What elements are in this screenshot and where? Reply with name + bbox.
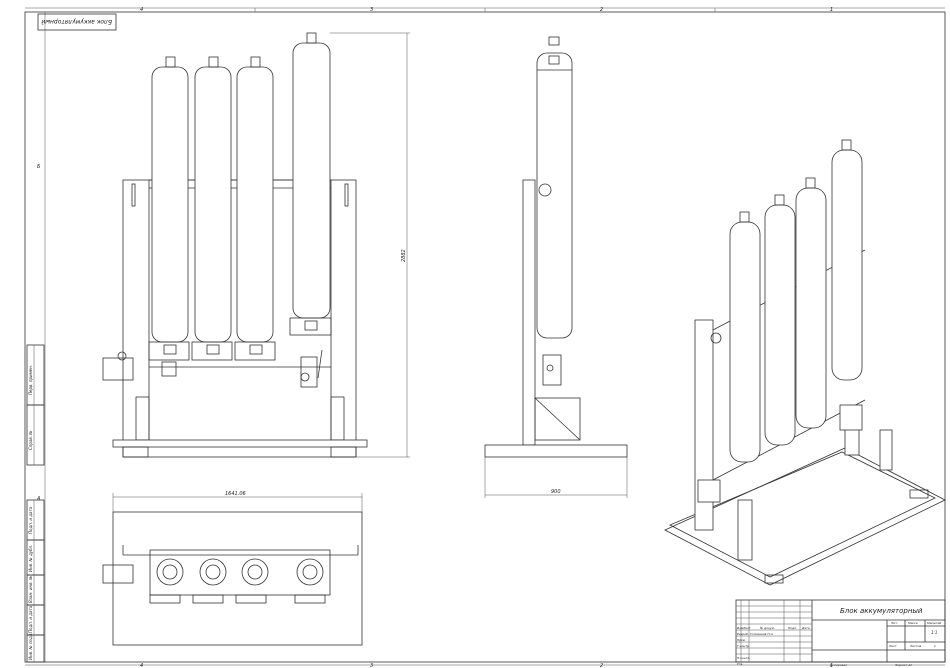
tb-header: Изм. (737, 626, 744, 630)
tb-role: Н.контр. (737, 656, 750, 660)
tb-scale-label: Масштаб (927, 621, 941, 625)
tb-lit: Лит. (890, 621, 898, 625)
zone-top: 2 (600, 7, 603, 13)
tb-role: Утв. (737, 662, 743, 666)
strip-label: Перв. примен. (28, 365, 33, 395)
dimension-depth: 900 (551, 489, 561, 495)
tb-mass: Масса (908, 621, 918, 625)
tb-header: Подп. (788, 626, 797, 630)
rotated-stamp: Блок аккумуляторный (37, 13, 117, 31)
tb-scale: 1:1 (931, 630, 937, 635)
zone-bottom: 1 (830, 663, 833, 668)
zone-top: 1 (830, 7, 833, 13)
strip-label: Инв. № дубл. (28, 545, 33, 572)
tb-header: Лист (742, 626, 751, 630)
zone-bottom: 2 (600, 663, 603, 668)
zone-bottom: 3 (370, 663, 373, 668)
side-view: 900 (484, 36, 628, 498)
strip-label: Инв. № подл. (28, 632, 33, 660)
tb-role: Т.контр. (737, 644, 750, 648)
tb-role: Пров. (737, 638, 746, 642)
stamp-text: Блок аккумуляторный (41, 18, 112, 25)
dimension-width: 1641.06 (225, 491, 246, 497)
tb-sheets: 1 (934, 644, 936, 648)
tb-format: Формат A1 (895, 663, 912, 667)
sheet-frame: 4 3 2 1 4 3 2 1 Б А (24, 7, 946, 668)
dimension-height: 2882 (401, 249, 407, 262)
tb-developer: Голованов П.А. (750, 632, 774, 636)
tb-header: № докум. (759, 626, 775, 630)
tb-role: Разраб. (737, 632, 749, 636)
strip-label: Подп. и дата (28, 506, 33, 534)
strip-label: Взам. инв. № (28, 576, 33, 603)
strip-label: Подп. и дата (28, 605, 33, 633)
tb-sheet: Лист (888, 644, 897, 648)
zone-top: 3 (370, 7, 373, 13)
zone-top: 4 (140, 7, 143, 13)
zone-bottom: 4 (140, 663, 143, 668)
side-strip: Перв. примен. Справ. № Подп. и дата Инв.… (26, 344, 45, 663)
front-view: 2882 (102, 32, 410, 458)
drawing-title: Блок аккумуляторный (840, 607, 923, 615)
zone-left: А (36, 496, 41, 502)
top-view: 1641.06 (102, 491, 363, 646)
strip-label: Справ. № (28, 431, 33, 450)
title-block: Блок аккумуляторный Изм. Лист № докум. П… (735, 599, 946, 667)
zone-left: Б (37, 164, 41, 170)
tb-header: Дата (801, 626, 810, 630)
tb-copied: Копировал (830, 663, 847, 667)
tb-sheets-label: Листов (909, 644, 921, 648)
isometric-view (664, 139, 946, 586)
